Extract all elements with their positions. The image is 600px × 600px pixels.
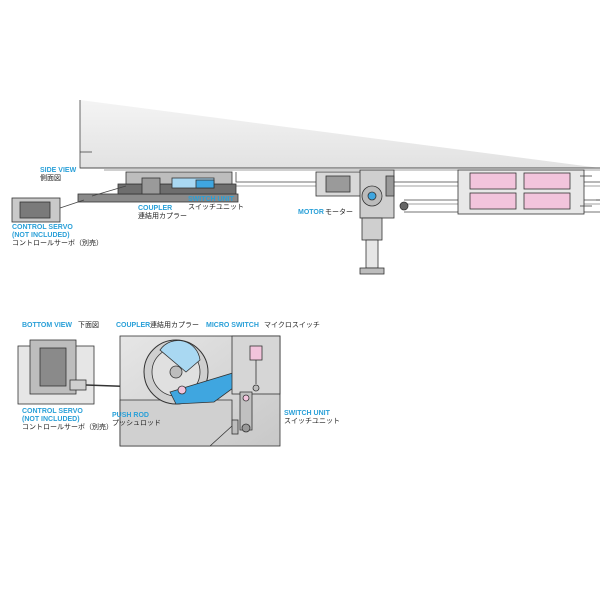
- side-view-drawing: [11, 100, 600, 275]
- side-not-included-label: (NOT INCLUDED): [12, 232, 70, 239]
- side-control-servo-jp: コントロールサーボ（別売）: [12, 240, 103, 247]
- side-coupler-label: COUPLER: [138, 205, 173, 212]
- bottom-micro-switch-label: MICRO SWITCH: [206, 322, 259, 329]
- side-control-servo-label: CONTROL SERVO: [12, 224, 73, 231]
- bottom-view-drawing: [17, 335, 281, 447]
- bottom-push-rod-jp: プッシュロッド: [112, 420, 161, 427]
- bottom-switch-unit-jp: スイッチユニット: [284, 418, 340, 425]
- bottom-push-rod-label: PUSH ROD: [112, 412, 149, 419]
- side-motor-label: MOTOR: [298, 209, 324, 216]
- side-switch-unit-jp: スイッチユニット: [188, 204, 244, 211]
- bottom-view-title: BOTTOM VIEW: [22, 322, 73, 329]
- bottom-control-servo-jp: コントロールサーボ（別売）: [22, 424, 113, 431]
- side-view-title: SIDE VIEW: [40, 167, 77, 174]
- bottom-coupler-label: COUPLER: [116, 322, 151, 329]
- bottom-not-included-label: (NOT INCLUDED): [22, 416, 80, 423]
- side-coupler-jp: 連結用カプラー: [138, 213, 187, 220]
- bottom-locking-arm: [169, 371, 245, 405]
- bottom-coupler-jp: 連結用カプラー: [150, 322, 199, 329]
- side-motor-jp: モーター: [325, 209, 353, 216]
- side-landing-gear: [361, 217, 383, 241]
- side-view-title-jp: 側面図: [40, 175, 61, 182]
- side-switch-unit-label: SWITCH UNIT: [188, 196, 234, 203]
- bottom-view-title-jp: 下面図: [78, 322, 99, 329]
- bottom-micro-switch: [249, 345, 263, 361]
- bottom-switch-unit: [239, 391, 253, 431]
- bottom-control-servo-label: CONTROL SERVO: [22, 408, 83, 415]
- trailer-body: [79, 100, 600, 169]
- bottom-micro-switch-jp: マイクロスイッチ: [264, 322, 320, 329]
- bottom-switch-unit-label: SWITCH UNIT: [284, 410, 330, 417]
